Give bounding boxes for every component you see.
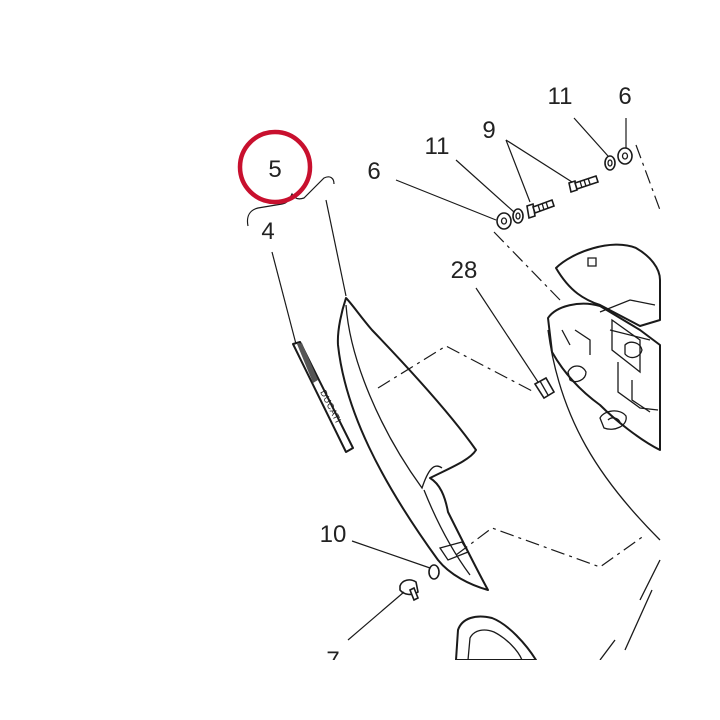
group-brace <box>246 176 335 227</box>
callout-6-right: 6 <box>618 83 631 110</box>
bottom-crop <box>0 660 720 720</box>
right-crop <box>661 0 720 720</box>
assembly-centerlines <box>377 144 661 568</box>
callout-9: 9 <box>482 117 495 144</box>
callout-11-right: 11 <box>548 83 573 110</box>
callout-28: 28 <box>451 257 478 284</box>
callout-10: 10 <box>320 521 347 548</box>
hardware-top <box>496 147 633 230</box>
side-fairing-panel <box>336 297 489 591</box>
hardware-bottom <box>399 564 440 602</box>
frame-assembly <box>547 243 661 661</box>
leader-lines <box>271 117 627 641</box>
lower-bracket <box>455 615 537 661</box>
callout-5: 5 <box>268 156 281 183</box>
clip-nut <box>533 376 556 400</box>
callout-4: 4 <box>261 218 274 245</box>
callout-labels: 5 4 6 11 9 11 6 28 10 7 <box>261 83 631 674</box>
callout-6-left: 6 <box>367 158 380 185</box>
callout-11-left: 11 <box>425 133 450 160</box>
highlight-circle <box>237 129 313 205</box>
